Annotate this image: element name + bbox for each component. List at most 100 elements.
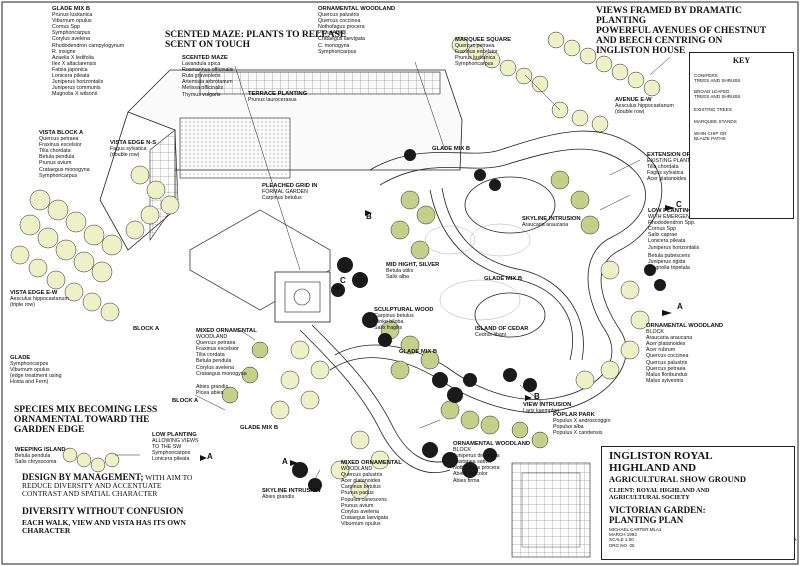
plant-species-line: Ruta graveolens (182, 73, 221, 80)
formal-garden (274, 271, 331, 323)
plant-species-line: Hosta and Fern) (10, 379, 49, 386)
plant-species-line: Quercus petraea (196, 340, 236, 347)
plant-species-line: Salix alba (386, 274, 409, 281)
plant-label-title: MARQUEE SQUARE (455, 37, 512, 43)
plant-species-line: Nothofagus procera (453, 465, 500, 472)
plant-species-line: Carpinus betulus (341, 484, 381, 491)
plant-species-line: Carpinus betulus (262, 195, 302, 202)
plant-species-line: Betula utilis (386, 268, 414, 275)
plant-label-glade-mix-b-mid: GLADE MIX B (484, 276, 522, 282)
plant-species-line: Symphoricarpus (52, 30, 91, 37)
plant-species-line: Magnolia X wilsonii (52, 91, 98, 98)
plant-species-line: Lonicera pileata (52, 73, 90, 80)
plant-species-line: Carpinus betulus (374, 313, 414, 320)
plant-species-line: Acer platanoides (646, 341, 686, 348)
plant-species-line: ALLOWING VIEWS (152, 438, 199, 445)
plant-species-line: Symphoricarpos (152, 450, 191, 457)
plant-species-line: Corylus avelena (341, 508, 379, 515)
plant-label-title: AVENUE E-W (615, 97, 652, 103)
plant-species-line: Picea Abies (318, 30, 346, 37)
plant-label-title: GLADE MIX B (484, 276, 523, 282)
plant-species-line: Viburnum opulus (341, 520, 381, 527)
plant-label-title: MID HIGHT, SILVER (386, 262, 440, 268)
plant-label-title: LOW PLANTING (152, 432, 197, 438)
plant-species-line: Larix kaempferi (523, 408, 560, 415)
plant-species-line: Ilex X altaclarensis (52, 60, 97, 67)
section-mark: C (340, 276, 346, 285)
plant-species-line: Fagus sylvatica (647, 170, 684, 177)
plant-label-title: GLADE MIX B (432, 146, 471, 152)
plant-label-title: BLOCK A (172, 398, 199, 404)
plant-label-block-a-left: BLOCK A (133, 326, 159, 332)
key-row-marquee: MARQUEE STANDS (694, 119, 737, 124)
plant-species-line: Betula pendula (15, 453, 51, 460)
plant-species-line: EXISTING PLANTING (647, 158, 700, 165)
plant-species-line: Abies firma (453, 477, 480, 484)
diversity-heading: DIVERSITY WITHOUT CONFUSION (22, 507, 184, 517)
plant-species-line: (edge treatment using (10, 373, 62, 380)
plant-species-line: Castanea sativa (453, 459, 491, 466)
plant-species-line: Cornus Spp (52, 24, 80, 31)
plant-species-line: Araucaria araucana (646, 335, 693, 342)
plant-species-line: Thymus vulgaris (182, 91, 221, 98)
plant-species-line: Symphoricarpos (10, 361, 49, 368)
plant-species-line: Prunus avium (39, 160, 72, 167)
plant-species-line: Azaelia X ledifolia (52, 54, 94, 61)
plant-species-line: Rhododendron campylogynum (52, 42, 125, 49)
plant-species-line: Lonicera pileata (648, 238, 686, 245)
plant-species-line: Crataegus laevigata (318, 36, 366, 43)
plant-species-line: Quercus petraea (455, 43, 495, 50)
plant-species-line: Corylus avelena (196, 364, 234, 371)
plant-species-line: Populus X androscoggin (553, 418, 611, 425)
plant-label-title: VISTA EDGE E-W (10, 290, 58, 296)
plant-species-line: Betula pendula (196, 358, 232, 365)
plant-species-line: Corylus avelena (52, 36, 90, 43)
plant-species-line: Juniperus horizontalis (648, 244, 700, 251)
plant-species-line: Populus alba (553, 424, 584, 431)
plant-species-line: Ginko biloba (374, 319, 404, 326)
plant-species-line: Tilia chordata (39, 148, 71, 155)
plant-species-line: Crataegus laevigata (341, 514, 389, 521)
section-mark: A (282, 457, 288, 466)
plant-label-title: TERRACE PLANTING (248, 91, 308, 97)
plant-species-line: Crataegus monogyna (196, 370, 247, 377)
plant-species-line: Rosmarinus officinalis (182, 67, 234, 74)
plant-species-line: Juniperus communis (52, 85, 101, 92)
plant-species-line: Quercus coccinea (646, 353, 689, 360)
plant-label-title: GLADE MIX B (52, 6, 91, 12)
plant-species-line: Cedrus libani (475, 332, 506, 339)
plant-label-title: SKYLINE INTRUSION (522, 216, 581, 222)
plant-species-line: Quercus palustris (646, 359, 688, 366)
plant-species-line: Salix chrysocoma (15, 459, 57, 466)
plant-species-line: Aesculus hippocastanum (615, 103, 674, 110)
plant-species-line: Fraxinus excelsior (196, 346, 239, 353)
drawing-title: VICTORIAN GARDEN: PLANTING PLAN (609, 505, 706, 525)
plant-species-line: Juniperus horizontalis (52, 79, 104, 86)
plant-label-block-a-mid: BLOCK A (172, 398, 198, 404)
plant-label-title: VISTA EDGE N-S (110, 140, 157, 146)
plant-species-line: (double row) (615, 109, 645, 116)
plant-label-title: ISLAND OF CEDAR (475, 326, 529, 332)
plant-species-line: Prunus lusitanica (52, 12, 93, 19)
